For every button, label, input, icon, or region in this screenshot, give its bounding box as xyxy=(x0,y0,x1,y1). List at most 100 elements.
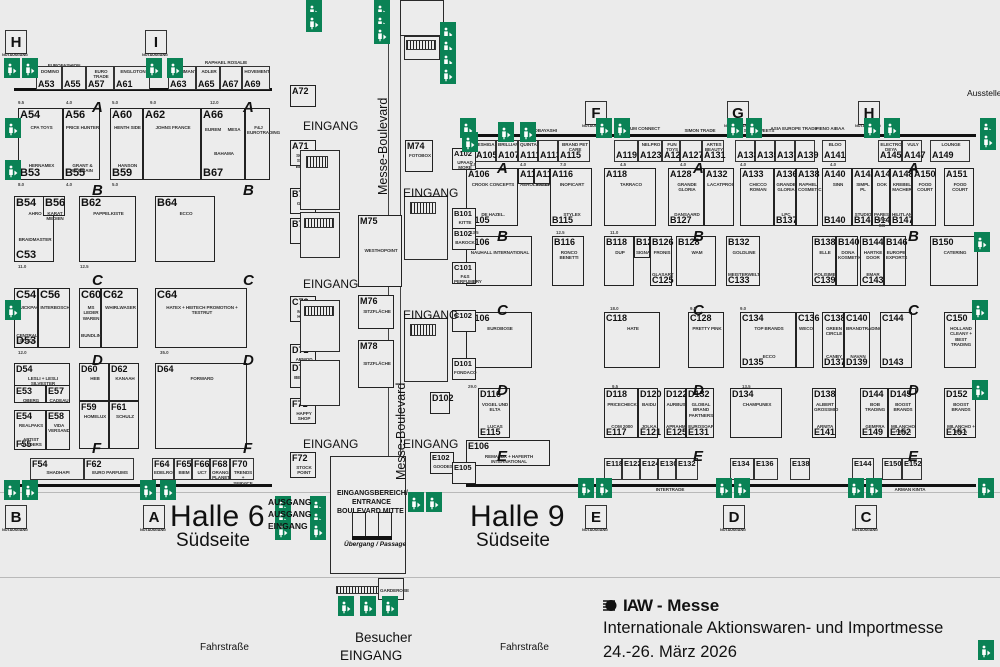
booth-E134[interactable]: E134 xyxy=(730,458,754,480)
hall-door-marker-I-145[interactable]: I xyxy=(145,30,167,54)
hall-door-marker-H-5[interactable]: H xyxy=(5,30,27,54)
hall-door-marker-A-143[interactable]: A xyxy=(143,505,165,529)
booth-A119[interactable]: A119 xyxy=(614,140,638,162)
booth-E132[interactable]: E132 xyxy=(676,458,698,480)
booth-A135[interactable]: A135 xyxy=(755,140,779,162)
booth-E122[interactable]: E122 xyxy=(622,458,642,480)
hall-door-marker-E-585[interactable]: E xyxy=(585,505,607,529)
booth-E124[interactable]: E124 xyxy=(640,458,660,480)
booth-A55[interactable]: A55 xyxy=(62,66,86,90)
booth-A127[interactable]: A127 xyxy=(680,140,704,162)
booth-E136[interactable]: E136 xyxy=(754,458,778,480)
hall-door-marker-D-723[interactable]: D xyxy=(723,505,745,529)
booth-D102[interactable]: D102 xyxy=(430,392,454,414)
hall-door-marker-C-855[interactable]: C xyxy=(855,505,877,529)
booth-E118[interactable]: E118 xyxy=(604,458,623,480)
hall-door-marker-B-5[interactable]: B xyxy=(5,505,27,529)
booth-E138[interactable]: E138 xyxy=(790,458,810,480)
booth-E130[interactable]: E130 xyxy=(658,458,678,480)
booth-A113[interactable]: A113 xyxy=(538,140,561,162)
booth-E105[interactable]: E105 xyxy=(452,462,476,484)
booth-E144[interactable]: E144 xyxy=(852,458,874,480)
booth-A72[interactable]: A72 xyxy=(290,85,316,107)
booth-A139[interactable]: A139 xyxy=(795,140,819,162)
booth-A133[interactable]: A133 xyxy=(735,140,759,162)
booth-[interactable]: F&J EUROTRADING xyxy=(245,108,280,180)
booth-A67[interactable]: A67 xyxy=(220,66,242,90)
